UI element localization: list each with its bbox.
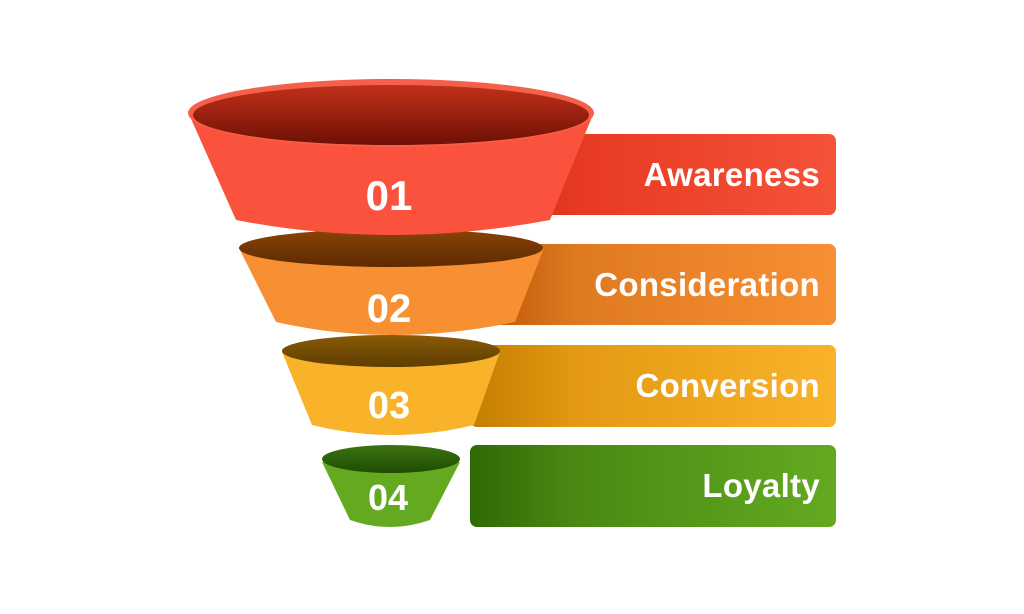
funnel-segment-4: 04 (322, 445, 460, 527)
stage-label: Loyalty (702, 467, 820, 504)
stage-label: Consideration (594, 265, 820, 303)
funnel-segment-3: 03 (282, 335, 500, 435)
funnel-segment-1: 01 (188, 79, 594, 235)
stage-label: Conversion (635, 367, 820, 404)
funnel-segment-2: 02 (239, 229, 544, 335)
stage-bar-loyalty: Loyalty (470, 445, 836, 527)
stage-number: 02 (367, 287, 412, 331)
stage-bar-conversion: Conversion (470, 345, 836, 427)
stage-number: 01 (366, 172, 413, 219)
stage-label: Awareness (643, 155, 820, 193)
stage-number: 04 (368, 477, 408, 518)
stage-number: 03 (368, 385, 410, 427)
